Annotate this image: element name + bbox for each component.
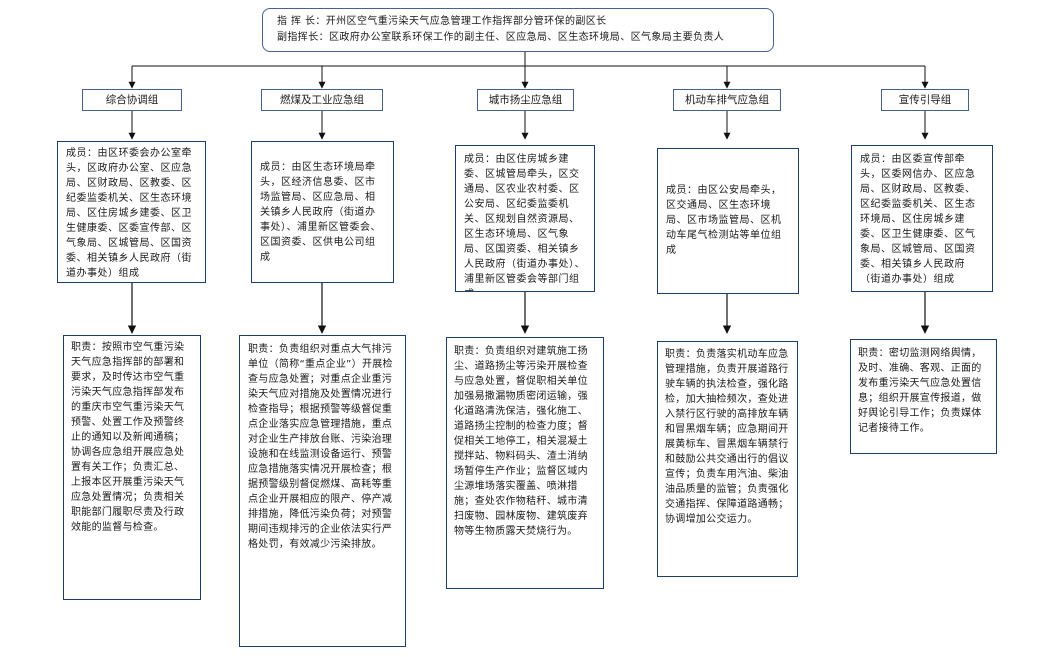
commander-line: 指 挥 长：开州区空气重污染天气应急管理工作指挥部分管环保的副区长: [277, 16, 607, 27]
duties-publicity: 职责：密切监测网络舆情，及时、准确、客观、正面的发布重污染天气应急处置信息；组织…: [850, 339, 997, 454]
members-vehicle-exhaust: 成员：由区公安局牵头，区交通局、区生态环境局、区市场监管局、区机动车尾气检测站等…: [657, 148, 799, 294]
deputy-commander-line: 副指挥长：区政府办公室联系环保工作的副主任、区应急局、区生态环境局、区气象局主要…: [277, 32, 725, 43]
members-urban-dust: 成员：由区住房城乡建委、区城管局牵头，区交通局、区农业农村委、区公安局、区纪委监…: [455, 145, 595, 292]
group-title-vehicle-exhaust: 机动车排气应急组: [673, 89, 781, 111]
members-publicity: 成员：由区委宣传部牵头，区委网信办、区应急局、区财政局、区教委、区纪委监委机关、…: [851, 145, 993, 292]
command-box: 指 挥 长：开州区空气重污染天气应急管理工作指挥部分管环保的副区长 副指挥长：区…: [262, 8, 774, 52]
group-title-urban-dust: 城市扬尘应急组: [477, 89, 574, 111]
duties-vehicle-exhaust: 职责：负责落实机动车应急管理措施，负责开展道路行驶车辆的执法检查，强化路检，加大…: [657, 341, 798, 577]
duties-coordination: 职责：按照市空气重污染天气应急指挥部的部署和要求，及时传达市空气重污染天气应急指…: [63, 335, 201, 600]
duties-urban-dust: 职责：负责组织对建筑施工扬尘、道路扬尘等污染开展检查与应急处置，督促职相关单位加…: [446, 337, 604, 589]
group-title-coal-industry: 燃煤及工业应急组: [261, 89, 383, 111]
duties-coal-industry: 职责：负责组织对重点大气排污单位（简称“重点企业”）开展检查与应急处置；对重点企…: [239, 335, 406, 647]
members-coal-industry: 成员：由区生态环境局牵头，区经济信息委、区市场监管局、区应急局、相关镇乡人民政府…: [251, 141, 394, 283]
group-title-publicity: 宣传引导组: [881, 89, 969, 111]
members-coordination: 成员：由区环委会办公室牵头，区政府办公室、区应急局、区财政局、区教委、区纪委监委…: [57, 141, 206, 283]
group-title-coordination: 综合协调组: [82, 89, 182, 111]
